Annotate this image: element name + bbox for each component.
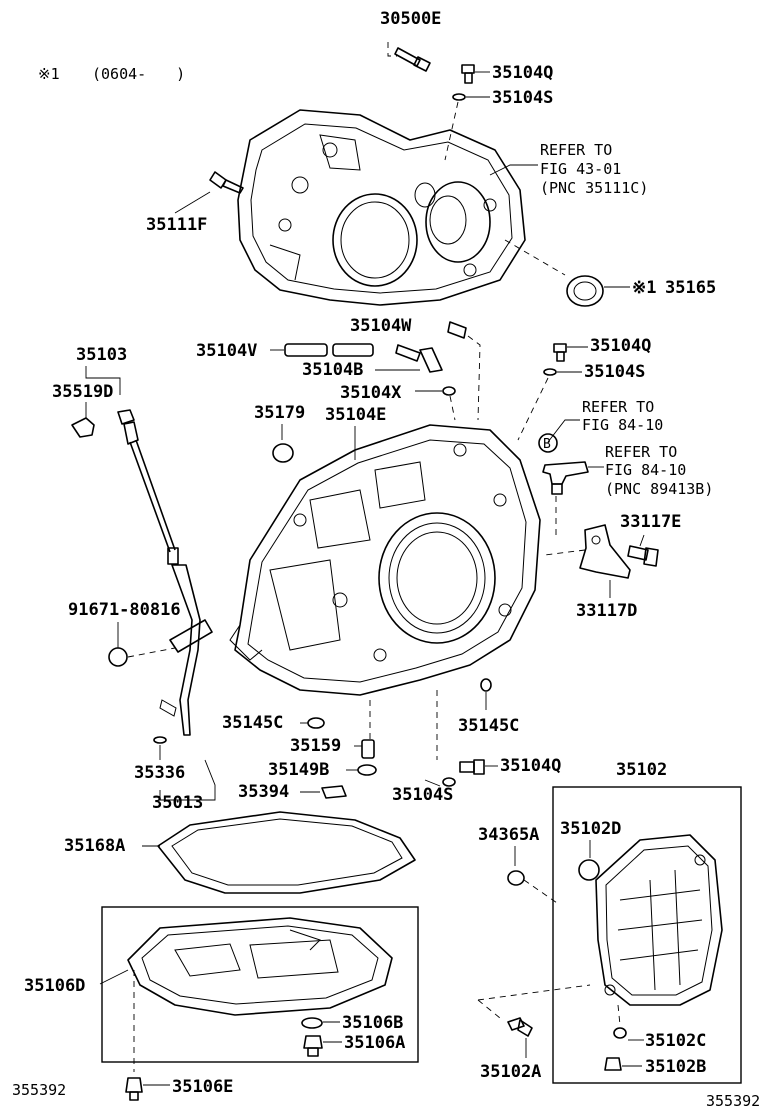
label-35102c: 35102C: [645, 1031, 706, 1051]
pin-35159-drawing: [354, 739, 375, 759]
plug-35104w-drawing: [447, 321, 481, 421]
label-35519d: 35519D: [52, 382, 113, 402]
label-35145c-right: 35145C: [458, 716, 519, 736]
label-34365a: 34365A: [478, 825, 539, 845]
label-30500e: 30500E: [380, 9, 441, 29]
label-35179: 35179: [254, 403, 305, 423]
label-35102b: 35102B: [645, 1057, 706, 1077]
label-35111f: 35111F: [146, 215, 207, 235]
note-range: (0604- ): [92, 65, 185, 83]
callout-b-label: B: [543, 437, 551, 452]
refer-low-line1: REFER TO: [605, 443, 677, 461]
label-35106b: 35106B: [342, 1013, 403, 1033]
bolt-35111f-drawing: [174, 171, 244, 214]
label-35394: 35394: [238, 782, 289, 802]
label-35168a: 35168A: [64, 836, 125, 856]
washer-35145c-right-drawing: [480, 678, 492, 710]
label-35104w: 35104W: [350, 316, 412, 336]
box-35102: [552, 786, 742, 1084]
label-35013: 35013: [152, 793, 203, 813]
label-91671: 91671-80816: [68, 600, 181, 620]
label-35149b: 35149B: [268, 760, 329, 780]
label-35104s-top: 35104S: [492, 88, 553, 108]
refer-top-line3: (PNC 35111C): [540, 179, 648, 197]
oring-35104x-drawing: [415, 386, 456, 421]
transaxle-housing-drawing: [237, 109, 526, 306]
extension-housing-35102-drawing: [578, 834, 723, 1071]
gasket-35168a-drawing: [142, 811, 416, 894]
oil-seal-35165-drawing: [504, 239, 630, 307]
callout-b-circle: [538, 433, 558, 453]
plug-35179-drawing: [272, 424, 294, 463]
reference-number-right: 355392: [706, 1092, 760, 1110]
label-35104s-low: 35104S: [392, 785, 453, 805]
bolt-35102a-drawing: [477, 984, 591, 1058]
refer-low-line2: FIG 84-10: [605, 461, 686, 479]
label-35106a: 35106A: [344, 1033, 405, 1053]
bolt-30500e-drawing: [387, 42, 431, 72]
oring-35104s-low-drawing: [424, 777, 456, 787]
oil-pan-35106d-drawing: [99, 917, 393, 1072]
label-35104q-low: 35104Q: [500, 756, 561, 776]
label-35145c-left: 35145C: [222, 713, 283, 733]
label-33117d: 33117D: [576, 601, 637, 621]
dipstick-35103-drawing: [117, 409, 179, 565]
label-35165: 35165: [665, 278, 716, 298]
label-33117e: 33117E: [620, 512, 681, 532]
reference-number-left: 355392: [12, 1081, 66, 1099]
tube-35013-drawing: [108, 564, 213, 736]
label-35104v: 35104V: [196, 341, 257, 361]
magnet-35394-drawing: [300, 785, 347, 799]
clip-35519d-drawing: [71, 402, 95, 438]
refer-low-line3: (PNC 89413B): [605, 480, 713, 498]
label-35104q-top: 35104Q: [492, 63, 553, 83]
oring-35336-drawing: [153, 736, 167, 760]
bolt-35104q-mid-drawing: [517, 343, 588, 441]
plug-34365a-drawing: [507, 846, 561, 906]
label-35102d: 35102D: [560, 819, 621, 839]
bolt-35104q-low-drawing: [459, 759, 498, 775]
bracket-33117d-drawing: [544, 524, 659, 598]
refer-top-line2: FIG 43-01: [540, 160, 621, 178]
speed-sensor-drawing: [542, 461, 604, 540]
label-35103: 35103: [76, 345, 127, 365]
washer-35149b-drawing: [346, 764, 377, 776]
note-mark: ※1: [38, 65, 60, 83]
transmission-case-drawing: [229, 424, 541, 696]
label-35104q-mid: 35104Q: [590, 336, 651, 356]
label-35106e: 35106E: [172, 1077, 233, 1097]
label-35104s-mid: 35104S: [584, 362, 645, 382]
refer-mid-line1: REFER TO: [582, 398, 654, 416]
bolt-35106e-drawing: [125, 1077, 170, 1101]
refer-mid-line2: FIG 84-10: [582, 416, 663, 434]
label-35104e: 35104E: [325, 405, 386, 425]
label-35106d: 35106D: [24, 976, 85, 996]
refer-top-line1: REFER TO: [540, 141, 612, 159]
drain-plug-35106-drawing: [301, 1017, 342, 1057]
pipe-35104v-drawing: [270, 343, 374, 357]
washer-35145c-left-drawing: [300, 717, 325, 729]
elbow-35104b-drawing: [375, 344, 443, 373]
label-35159: 35159: [290, 736, 341, 756]
label-35104b: 35104B: [302, 360, 363, 380]
label-35102: 35102: [616, 760, 667, 780]
box-35106: [101, 906, 419, 1063]
label-35102a: 35102A: [480, 1062, 541, 1082]
label-35336: 35336: [134, 763, 185, 783]
label-35104x: 35104X: [340, 383, 402, 403]
bolt-35104q-top-drawing: [444, 64, 490, 161]
label-35165-mark: ※1: [632, 278, 656, 298]
